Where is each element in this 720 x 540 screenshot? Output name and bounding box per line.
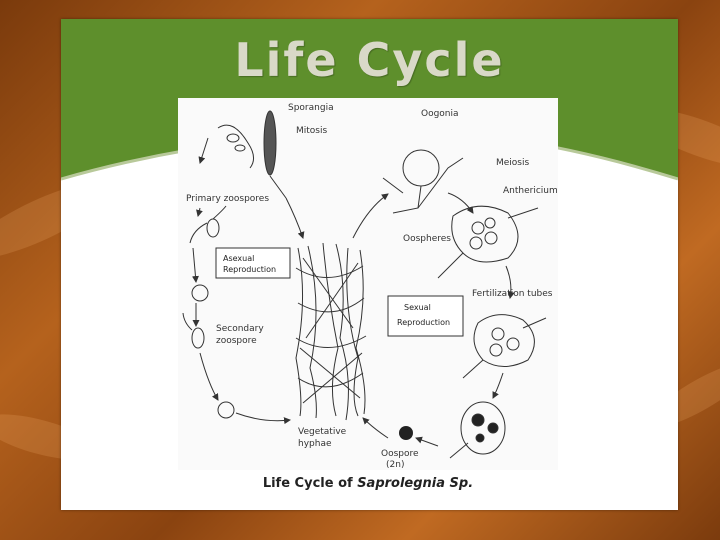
label-primary-zoospores: Primary zoospores xyxy=(186,194,269,204)
label-fertilization-tubes: Fertilization tubes xyxy=(472,289,553,299)
label-oospheres: Oospheres xyxy=(403,234,451,244)
label-hyphae: hyphae xyxy=(298,439,332,449)
figure-caption: Life Cycle of Saprolegnia Sp. xyxy=(178,476,558,491)
primary-zoospore-drawing xyxy=(189,205,227,244)
label-meiosis: Meiosis xyxy=(496,158,529,168)
label-oogonia: Oogonia xyxy=(421,109,459,119)
label-anthericium: Anthericium xyxy=(503,186,558,196)
label-vegetative: Vegetative xyxy=(298,427,347,437)
sexual-reproduction-box xyxy=(387,295,464,337)
cycle-arrows xyxy=(191,192,515,447)
sporangia-drawing xyxy=(198,110,287,199)
germinating-cyst-drawing xyxy=(217,401,235,419)
label-ploidy: (2n) xyxy=(386,460,404,470)
oospore-drawing xyxy=(399,426,413,440)
oospheres-drawing xyxy=(437,205,539,279)
caption-species: Saprolegnia Sp. xyxy=(357,476,474,491)
fertilization-tubes-drawing xyxy=(462,314,547,379)
oospore-oogonium-drawing xyxy=(449,401,506,459)
label-mitosis: Mitosis xyxy=(296,126,327,136)
label-asexual: Asexual xyxy=(223,254,254,263)
oogonia-drawing xyxy=(382,149,464,214)
label-asexual-reproduction: Reproduction xyxy=(223,265,276,274)
label-secondary: Secondary xyxy=(216,324,264,334)
label-zoospore: zoospore xyxy=(216,336,257,346)
label-sexual-reproduction: Reproduction xyxy=(397,318,450,327)
slide-title: Life Cycle xyxy=(234,33,505,87)
label-sporangia: Sporangia xyxy=(288,103,334,113)
slide: Life Cycle xyxy=(61,19,678,510)
vegetative-hyphae-drawing xyxy=(295,242,367,421)
caption-prefix: Life Cycle of xyxy=(262,476,358,491)
label-oospore: Oospore xyxy=(381,449,419,459)
cyst-drawing xyxy=(191,284,209,302)
life-cycle-diagram: Sporangia Mitosis Oogonia Meiosis Anther… xyxy=(178,98,558,470)
asexual-reproduction-box xyxy=(215,247,291,279)
secondary-zoospore-drawing xyxy=(182,312,205,349)
label-sexual: Sexual xyxy=(404,303,431,312)
